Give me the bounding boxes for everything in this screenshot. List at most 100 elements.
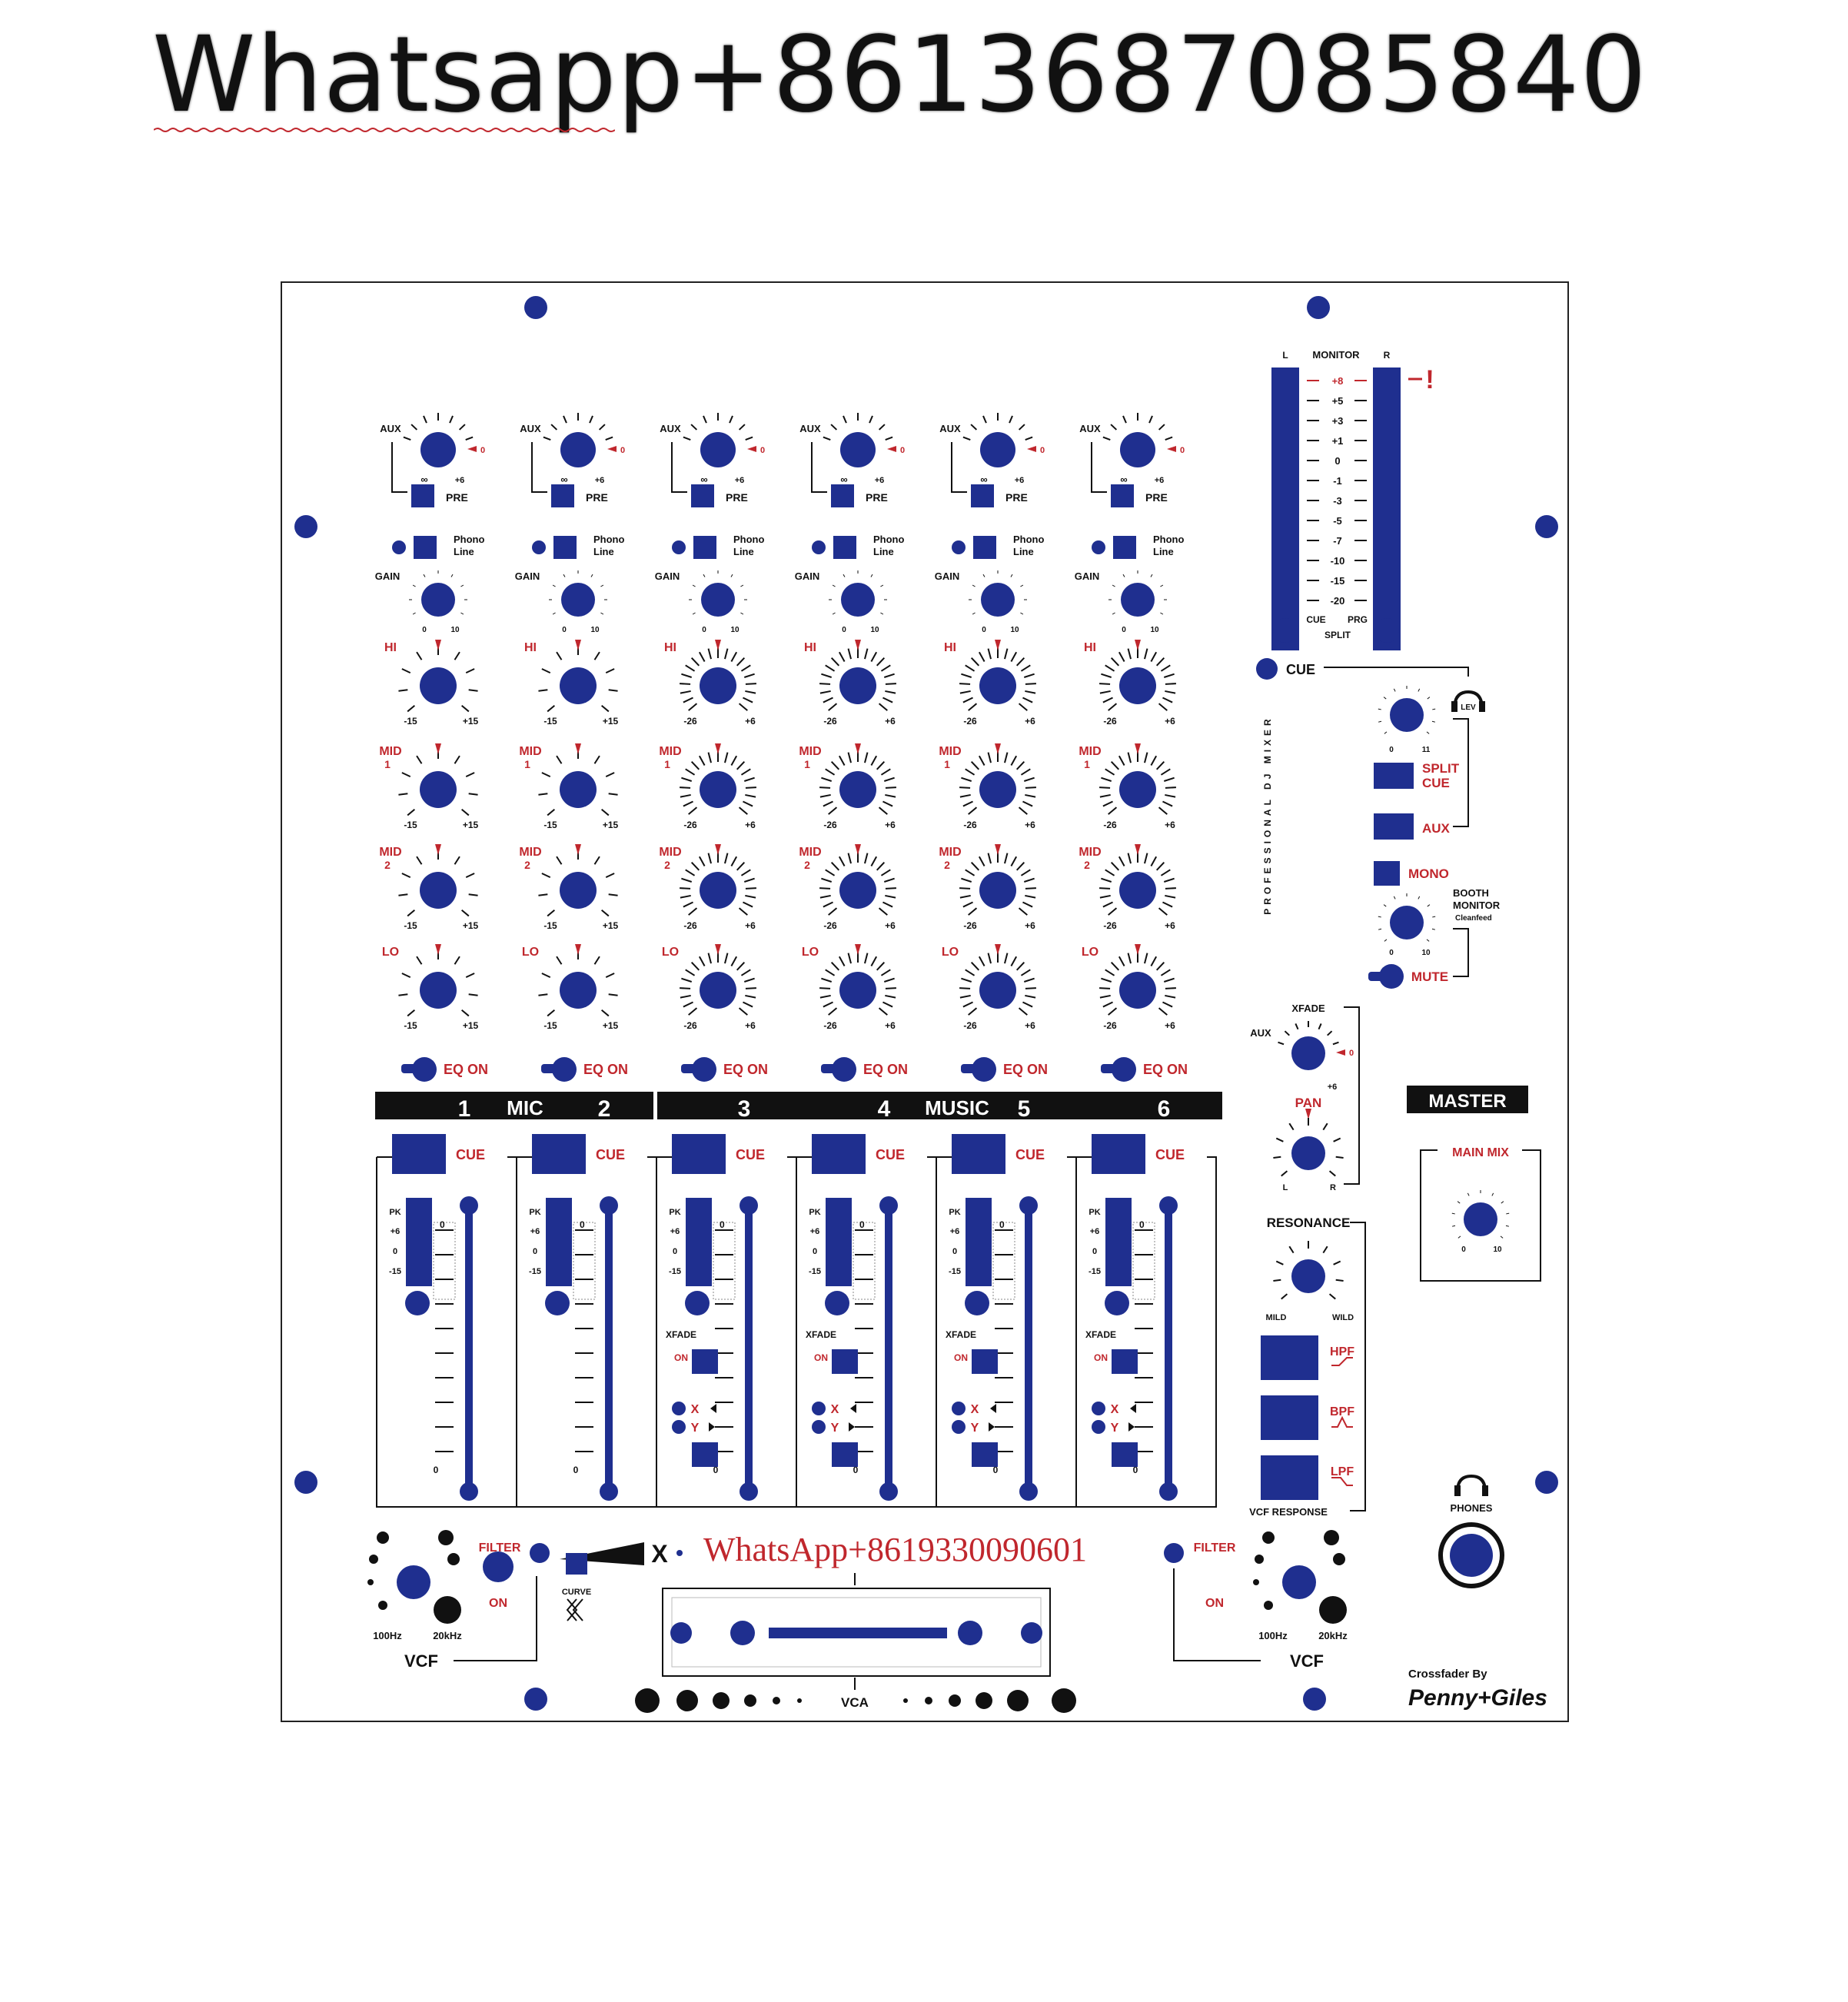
pan-knob[interactable] [1291,1136,1325,1170]
eq-knob[interactable] [560,972,597,1009]
pre-button[interactable] [411,484,434,507]
phono-line-switch[interactable] [693,536,716,559]
gain-knob[interactable] [421,583,455,617]
eq-knob[interactable] [979,667,1016,704]
eq-on-button[interactable] [832,1057,856,1082]
eq-knob[interactable] [420,771,457,808]
meter-trim-knob[interactable] [965,1291,989,1315]
eq-knob[interactable] [560,872,597,909]
fader-knob[interactable] [600,1482,618,1501]
aux-knob[interactable] [700,432,736,467]
pre-button[interactable] [1111,484,1134,507]
eq-knob[interactable] [700,667,736,704]
aux-cue-button[interactable] [1374,813,1414,840]
xfade-aux-knob[interactable] [1291,1036,1325,1070]
cue-button[interactable] [392,1134,446,1174]
filter-on-button-left[interactable] [483,1551,514,1582]
gain-knob[interactable] [701,583,735,617]
aux-knob[interactable] [840,432,876,467]
pre-button[interactable] [551,484,574,507]
eq-knob[interactable] [839,667,876,704]
fader-knob[interactable] [1159,1482,1178,1501]
eq-knob[interactable] [1119,872,1156,909]
meter-trim-knob[interactable] [1105,1291,1129,1315]
eq-knob[interactable] [839,972,876,1009]
eq-knob[interactable] [979,872,1016,909]
phono-line-switch[interactable] [414,536,437,559]
booth-level-knob[interactable] [1390,906,1424,939]
aux-knob[interactable] [980,432,1015,467]
pre-button[interactable] [971,484,994,507]
gain-knob[interactable] [981,583,1015,617]
eq-knob[interactable] [560,771,597,808]
eq-knob[interactable] [700,972,736,1009]
fader-knob[interactable] [460,1482,478,1501]
eq-knob[interactable] [1119,771,1156,808]
phono-line-switch[interactable] [1113,536,1136,559]
fader-knob[interactable] [1019,1482,1038,1501]
xfade-assign-button[interactable] [692,1442,718,1467]
phono-line-switch[interactable] [833,536,856,559]
split-cue-button[interactable] [1374,763,1414,789]
cue-button[interactable] [812,1134,866,1174]
xfade-assign-button[interactable] [832,1442,858,1467]
aux-knob[interactable] [1120,432,1155,467]
xfade-on-button[interactable] [972,1349,998,1374]
phono-line-switch[interactable] [553,536,577,559]
cue-level-knob[interactable] [1390,698,1424,732]
crossfader-slot[interactable] [769,1628,947,1638]
eq-knob[interactable] [420,872,457,909]
vcf-label: VCF [1290,1651,1324,1671]
curve-switch[interactable] [566,1553,587,1575]
meter-trim-knob[interactable] [825,1291,849,1315]
vcf-knob[interactable] [1282,1565,1316,1599]
hpf-button[interactable] [1261,1335,1318,1380]
eq-knob[interactable] [1119,667,1156,704]
mute-button[interactable] [1379,964,1404,989]
aux-knob[interactable] [560,432,596,467]
fader-knob[interactable] [740,1482,758,1501]
cue-button[interactable] [532,1134,586,1174]
aux-knob[interactable] [420,432,456,467]
vcf-knob[interactable] [397,1565,430,1599]
eq-on-button[interactable] [552,1057,577,1082]
bpf-button[interactable] [1261,1395,1318,1440]
meter-trim-knob[interactable] [685,1291,710,1315]
mono-button[interactable] [1374,861,1400,886]
xfade-assign-button[interactable] [972,1442,998,1467]
eq-knob[interactable] [560,667,597,704]
eq-knob[interactable] [420,667,457,704]
pre-button[interactable] [831,484,854,507]
eq-on-button[interactable] [972,1057,996,1082]
eq-knob[interactable] [420,972,457,1009]
cue-button[interactable] [952,1134,1005,1174]
eq-knob[interactable] [979,771,1016,808]
scale-tick [987,648,992,660]
lpf-button[interactable] [1261,1455,1318,1500]
xfade-on-button[interactable] [832,1349,858,1374]
meter-trim-knob[interactable] [545,1291,570,1315]
gain-knob[interactable] [841,583,875,617]
eq-knob[interactable] [1119,972,1156,1009]
eq-on-button[interactable] [412,1057,437,1082]
resonance-knob[interactable] [1291,1259,1325,1293]
eq-on-button[interactable] [1112,1057,1136,1082]
xfade-assign-button[interactable] [1112,1442,1138,1467]
eq-knob[interactable] [979,972,1016,1009]
cue-button[interactable] [672,1134,726,1174]
gain-knob[interactable] [561,583,595,617]
xfade-on-button[interactable] [692,1349,718,1374]
eq-knob[interactable] [700,872,736,909]
meter-trim-knob[interactable] [405,1291,430,1315]
xfade-on-button[interactable] [1112,1349,1138,1374]
phono-line-switch[interactable] [973,536,996,559]
cue-button[interactable] [1092,1134,1145,1174]
eq-knob[interactable] [839,872,876,909]
gain-knob[interactable] [1121,583,1155,617]
pre-button[interactable] [691,484,714,507]
eq-on-button[interactable] [692,1057,716,1082]
main-mix-knob[interactable] [1464,1202,1497,1236]
eq-knob[interactable] [700,771,736,808]
fader-knob[interactable] [879,1482,898,1501]
eq-knob[interactable] [839,771,876,808]
